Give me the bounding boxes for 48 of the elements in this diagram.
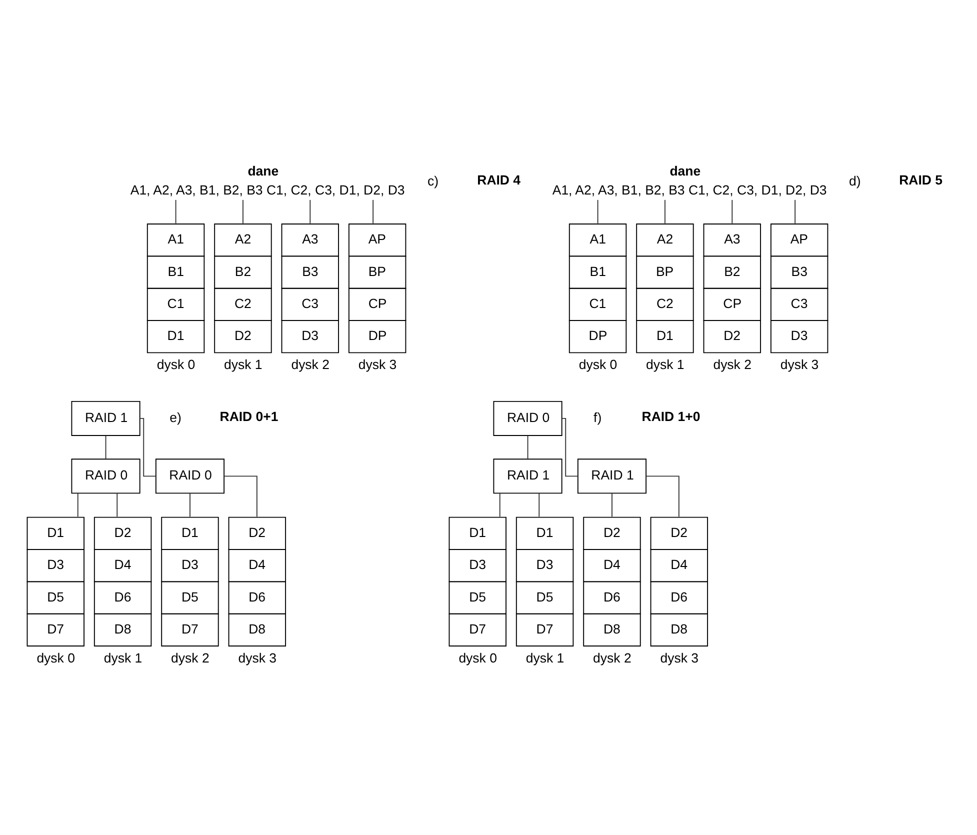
connector xyxy=(664,199,666,224)
connector xyxy=(597,199,598,224)
label: RAID 5 xyxy=(899,172,943,188)
node-text: dane A1, A2, A3, B1, B2, B3 C1, C2, C3, D1, D2, D3 xyxy=(552,163,827,198)
connector xyxy=(372,199,374,224)
connector xyxy=(242,199,244,224)
node-label: dysk 0 xyxy=(578,356,618,372)
node-box: RAID 1 xyxy=(71,400,140,436)
connector xyxy=(646,476,680,518)
node-label: dysk 0 xyxy=(458,650,497,666)
label: d) xyxy=(848,173,861,188)
connector xyxy=(527,435,528,460)
connector xyxy=(538,492,540,518)
label: RAID 1+0 xyxy=(642,409,700,424)
connector xyxy=(105,435,106,460)
node-text: dane A1, A2, A3, B1, B2, B3 C1, C2, C3, D1, D2, D3 xyxy=(130,163,405,198)
label: RAID 4 xyxy=(477,172,521,188)
connector xyxy=(732,199,733,224)
label: e) xyxy=(170,410,182,425)
node-label: dysk 0 xyxy=(36,650,75,666)
node-label: dysk 3 xyxy=(660,650,698,666)
node-box: RAID 0 xyxy=(493,400,562,436)
node-label: dysk 3 xyxy=(780,356,819,372)
node-box: RAID 0 xyxy=(155,458,225,494)
node-label: dysk 2 xyxy=(171,650,210,666)
node-label: dysk 2 xyxy=(291,356,330,372)
connector xyxy=(499,492,500,518)
node-label: dysk 2 xyxy=(713,356,752,372)
connector xyxy=(77,492,78,518)
connector xyxy=(310,199,311,224)
label: c) xyxy=(427,173,439,188)
node-label: dysk 3 xyxy=(358,356,397,372)
connector xyxy=(175,199,176,224)
label: RAID 0+1 xyxy=(220,409,278,424)
connector xyxy=(794,199,796,224)
node-box: RAID 0 xyxy=(71,458,140,494)
node-box: RAID 1 xyxy=(493,458,562,494)
node-label: dysk 3 xyxy=(238,650,276,666)
node-box: RAID 1 xyxy=(577,458,647,494)
node-label: dysk 2 xyxy=(593,650,632,666)
node-label: dysk 1 xyxy=(646,356,684,372)
node-label: dysk 1 xyxy=(526,650,564,666)
connector xyxy=(116,492,118,518)
label: f) xyxy=(594,410,602,425)
node-label: dysk 1 xyxy=(224,356,262,372)
connector xyxy=(224,476,258,518)
node-label: dysk 0 xyxy=(156,356,196,372)
node-label: dysk 1 xyxy=(104,650,142,666)
